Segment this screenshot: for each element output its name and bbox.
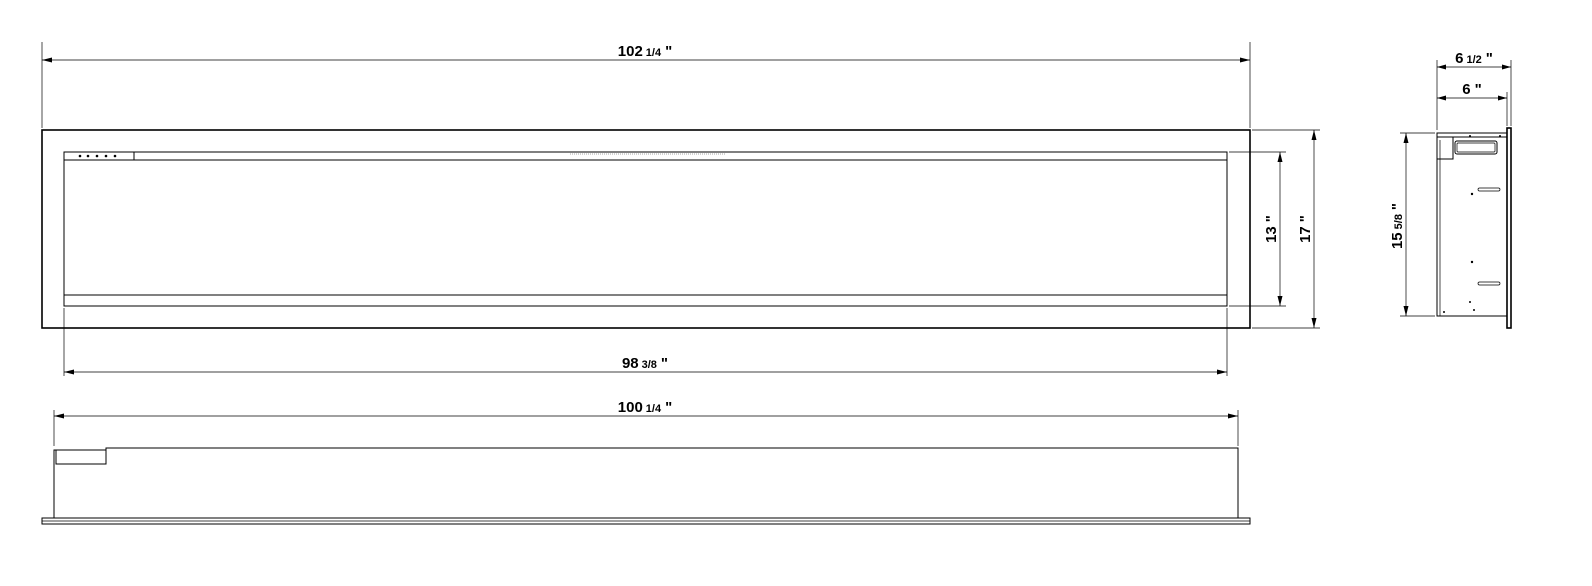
- front-outer-frame: [41, 129, 1251, 329]
- bottom-view-body: [53, 447, 1239, 519]
- control-button-dot: [113, 154, 117, 158]
- side-view-flange: [1506, 127, 1512, 329]
- control-buttons: [78, 154, 117, 158]
- depth-body-label: 6": [1462, 81, 1481, 98]
- side-view-slot-top: [1454, 140, 1498, 155]
- opening-height-label: 13": [1263, 215, 1280, 243]
- dim-side-height: 155/8": [1389, 132, 1435, 317]
- control-button-dot: [104, 154, 108, 158]
- bottom-view-left-block: [55, 449, 107, 465]
- control-button-dot: [78, 154, 82, 158]
- front-inner-panel: [63, 151, 1228, 307]
- dim-depth-body: 6": [1437, 81, 1508, 126]
- side-view-slot: [1477, 281, 1501, 286]
- side-view-top-bracket: [1436, 132, 1508, 138]
- side-view-slot: [1477, 187, 1501, 192]
- side-view-body: [1436, 132, 1508, 317]
- side-view-top-box: [1436, 136, 1454, 160]
- dim-overall-height: 17": [1252, 129, 1320, 329]
- side-height-label: 155/8": [1389, 203, 1406, 249]
- control-panel: [63, 151, 135, 161]
- control-button-dot: [95, 154, 99, 158]
- control-button-dot: [86, 154, 90, 158]
- dim-opening-height: 13": [1229, 151, 1286, 307]
- overall-height-label: 17": [1297, 215, 1314, 243]
